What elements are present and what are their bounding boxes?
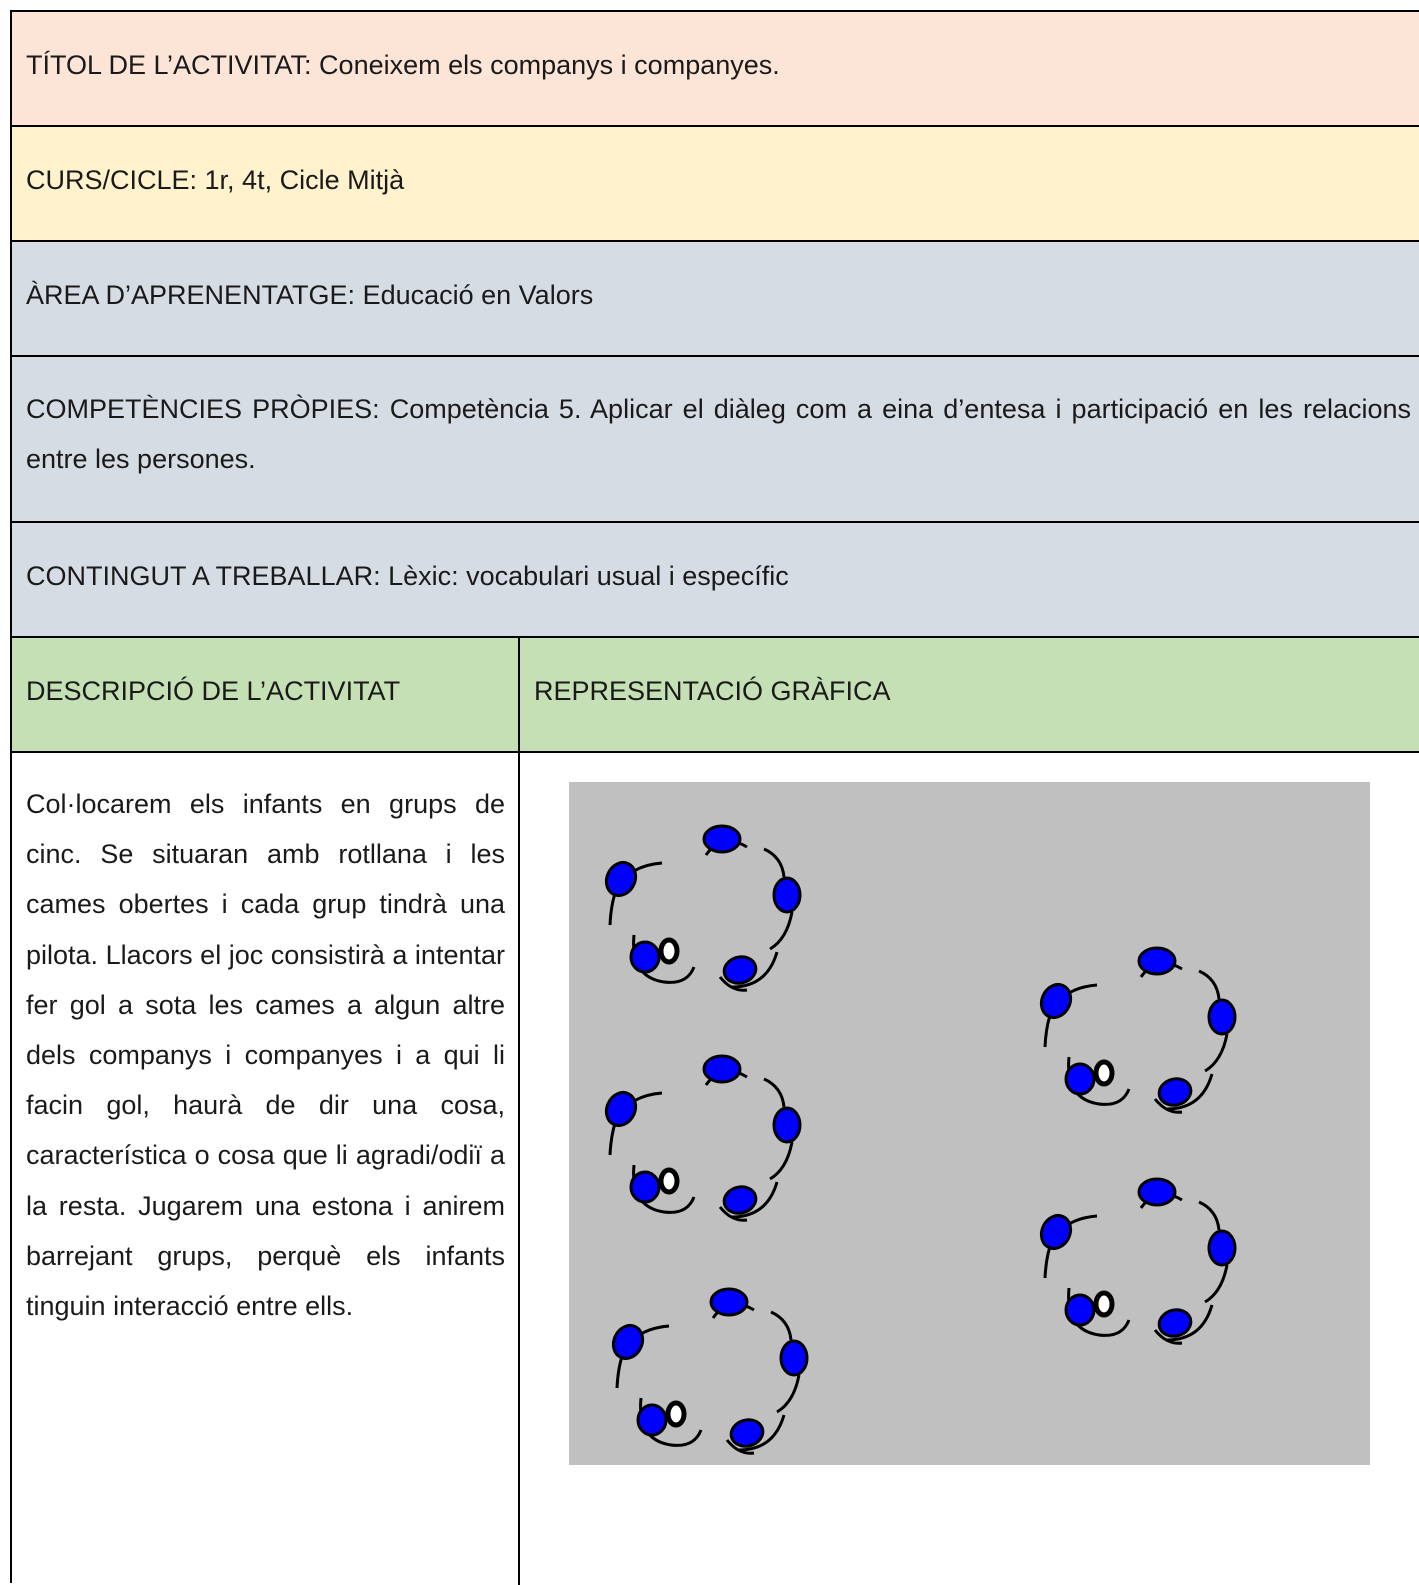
- competencies-text: COMPETÈNCIES PRÒPIES: Competència 5. Apl…: [26, 394, 1411, 474]
- player-group: [601, 826, 800, 990]
- player-group: [601, 1056, 800, 1220]
- activity-sheet: TÍTOL DE L’ACTIVITAT: Coneixem els compa…: [10, 10, 1419, 1585]
- competencies-row: COMPETÈNCIES PRÒPIES: Competència 5. Apl…: [12, 357, 1419, 523]
- course-row: CURS/CICLE: 1r, 4t, Cicle Mitjà: [12, 127, 1419, 242]
- activity-title: TÍTOL DE L’ACTIVITAT: Coneixem els compa…: [26, 50, 780, 80]
- graphic-header: REPRESENTACIÓ GRÀFICA: [534, 676, 891, 706]
- player-group: [1036, 1179, 1235, 1343]
- group-diagram: [569, 782, 1370, 1465]
- area-row: ÀREA D’APRENENTATGE: Educació en Valors: [12, 242, 1419, 357]
- content-text: CONTINGUT A TREBALLAR: Lèxic: vocabulari…: [26, 561, 789, 591]
- column-divider: [518, 638, 520, 1585]
- player-group: [1036, 948, 1235, 1112]
- group-diagram-svg: [569, 782, 1370, 1465]
- title-row: TÍTOL DE L’ACTIVITAT: Coneixem els compa…: [12, 12, 1419, 127]
- player-group: [608, 1289, 807, 1453]
- activity-description: Col·locarem els infants en grups de cinc…: [26, 789, 505, 1322]
- description-header: DESCRIPCIÓ DE L’ACTIVITAT: [26, 676, 401, 706]
- learning-area: ÀREA D’APRENENTATGE: Educació en Valors: [26, 280, 594, 310]
- course-cycle: CURS/CICLE: 1r, 4t, Cicle Mitjà: [26, 165, 405, 195]
- section-headers-row: DESCRIPCIÓ DE L’ACTIVITAT REPRESENTACIÓ …: [12, 638, 1419, 753]
- content-row: CONTINGUT A TREBALLAR: Lèxic: vocabulari…: [12, 523, 1419, 638]
